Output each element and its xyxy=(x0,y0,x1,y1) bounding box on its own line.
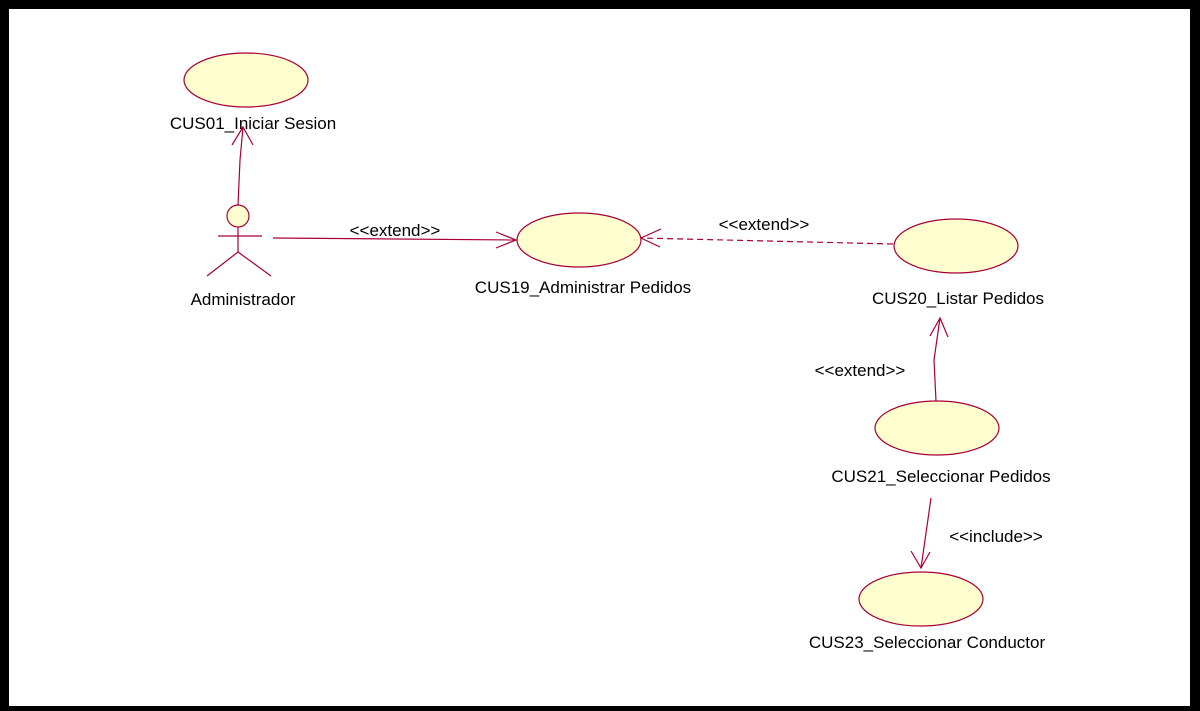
use-case-cus21[interactable] xyxy=(874,400,1000,456)
stereotype-cus21-cus20: <<extend>> xyxy=(815,361,906,380)
use-case-label-cus19: CUS19_Administrar Pedidos xyxy=(475,278,691,297)
use-case-cus19[interactable] xyxy=(516,212,642,268)
relation-actor-cus01 xyxy=(231,125,254,206)
relation-cus21-cus23 xyxy=(910,497,932,570)
stereotype-actor-cus19: <<extend>> xyxy=(350,221,441,240)
stereotype-cus20-cus19: <<extend>> xyxy=(719,215,810,234)
diagram-background xyxy=(9,9,1190,706)
use-case-cus20[interactable] xyxy=(893,218,1019,274)
use-case-cus01[interactable] xyxy=(183,52,309,108)
stereotype-cus21-cus23: <<include>> xyxy=(949,527,1043,546)
relation-actor-cus19 xyxy=(272,231,518,249)
use-case-label-cus21: CUS21_Seleccionar Pedidos xyxy=(831,467,1050,486)
use-case-label-cus23: CUS23_Seleccionar Conductor xyxy=(809,633,1046,652)
relation-cus20-cus19 xyxy=(639,228,894,248)
use-case-label-cus01: CUS01_Iniciar Sesion xyxy=(170,114,336,133)
use-case-cus23[interactable] xyxy=(858,571,984,627)
actor-label: Administrador xyxy=(191,290,296,309)
use-case-label-cus20: CUS20_Listar Pedidos xyxy=(872,289,1044,308)
relation-cus21-cus20 xyxy=(929,316,949,402)
